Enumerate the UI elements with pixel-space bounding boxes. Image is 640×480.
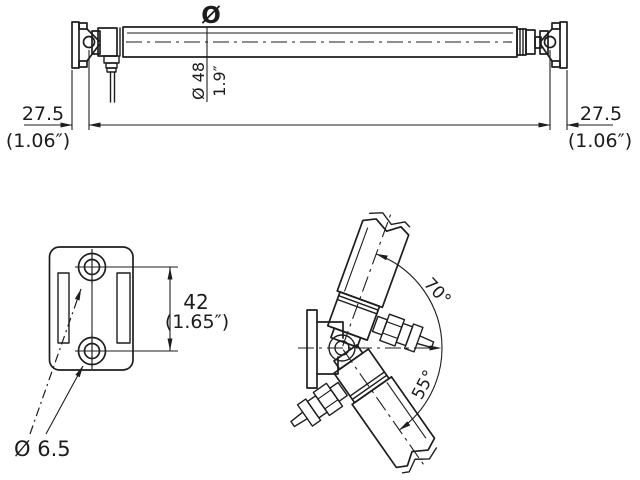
cable	[109, 71, 116, 103]
left-mounting-flange	[71, 21, 101, 69]
diameter-symbol-label: Ø	[201, 3, 221, 29]
mounting-plate-outline	[48, 246, 134, 371]
right-rod-end	[516, 28, 557, 56]
mounting-plate-view: 42 (1.65″) Ø 6.5	[14, 246, 229, 461]
left-pivot-pin	[82, 35, 96, 49]
right-pivot-pin	[543, 35, 557, 49]
diameter-mm-label: Ø 48	[189, 62, 208, 100]
lower-angle-label: 55°	[408, 367, 440, 403]
cable-gland	[103, 55, 120, 103]
plate-right-slot	[116, 272, 131, 344]
hole-diameter-callout: Ø 6.5	[14, 288, 84, 461]
swing-range-view: 70° 55°	[273, 202, 472, 480]
diameter-dimension: Ø Ø 48 1.9″	[189, 3, 229, 102]
actuator-body	[97, 26, 518, 58]
length-dimensions: 27.5 (1.06″) 27.5 (1.06″)	[6, 50, 632, 152]
left-offset-in-label: (1.06″)	[6, 130, 70, 152]
hole-spacing-dimension: 42 (1.65″)	[104, 266, 229, 352]
right-offset-in-label: (1.06″)	[568, 130, 632, 152]
hole-spacing-mm-label: 42	[183, 290, 208, 314]
diameter-in-label: 1.9″	[210, 65, 229, 96]
hole-spacing-in-label: (1.65″)	[165, 311, 229, 333]
plate-left-slot	[57, 272, 70, 344]
actuator-lower-position	[273, 335, 446, 480]
wall-bracket	[306, 309, 356, 389]
top-view-actuator: Ø Ø 48 1.9″ 27.5 (1.06″) 27.5 (1.06″)	[6, 3, 632, 152]
hole-diameter-label: Ø 6.5	[14, 437, 71, 461]
swing-arc-dimension: 70° 55°	[375, 253, 455, 431]
left-offset-mm-label: 27.5	[22, 103, 64, 125]
right-offset-mm-label: 27.5	[580, 103, 622, 125]
upper-angle-label: 70°	[419, 274, 454, 310]
